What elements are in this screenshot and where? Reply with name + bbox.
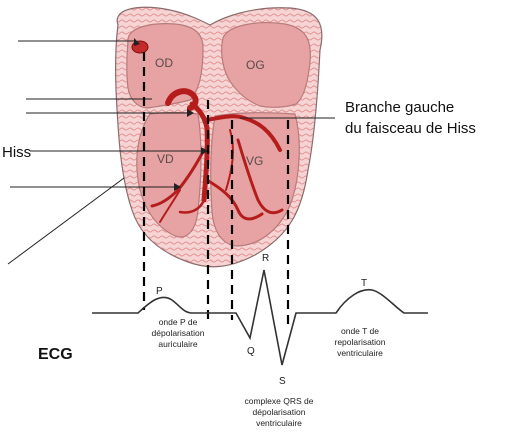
wave-label-s: S	[279, 376, 286, 387]
label-og: OG	[246, 58, 265, 72]
caption-qrs-line1: complexe QRS de	[245, 396, 314, 406]
caption-qrs-line2: dépolarisation	[253, 407, 306, 417]
label-od: OD	[155, 56, 173, 70]
wave-label-r: R	[262, 253, 269, 264]
caption-qrs-line3: ventriculaire	[256, 418, 302, 428]
caption-p-line2: dépolarisation	[152, 328, 205, 338]
caption-p-line3: auriculaire	[158, 339, 197, 349]
label-branch-left-line2: du faisceau de Hiss	[345, 120, 476, 137]
wave-label-t: T	[361, 278, 367, 289]
leader-line-5	[8, 178, 124, 264]
label-hiss: Hiss	[2, 144, 31, 161]
label-vd: VD	[157, 152, 174, 166]
caption-t-line3: ventriculaire	[337, 348, 383, 358]
caption-t-line2: repolarisation	[334, 337, 385, 347]
caption-t-line1: onde T de	[341, 326, 379, 336]
label-vg: VG	[246, 154, 263, 168]
wave-label-p: P	[156, 286, 163, 297]
label-ecg: ECG	[38, 346, 73, 363]
caption-p-line1: onde P de	[159, 317, 198, 327]
label-branch-left-line1: Branche gauche	[345, 99, 454, 116]
wave-label-q: Q	[247, 346, 255, 357]
